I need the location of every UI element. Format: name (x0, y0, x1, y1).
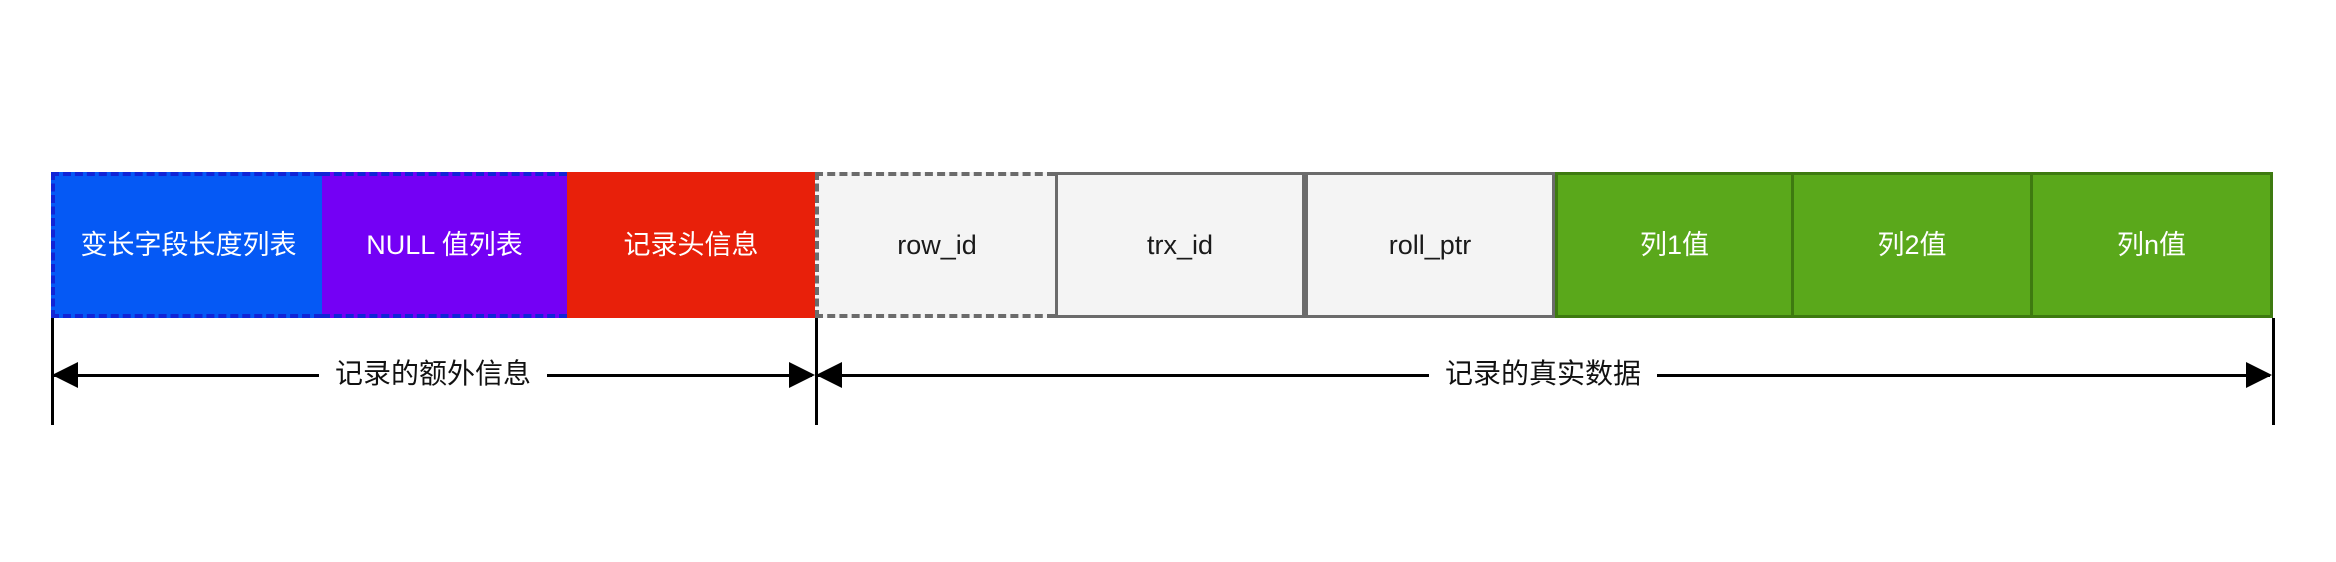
segment-trx-id[interactable]: trx_id (1055, 172, 1305, 318)
arrowhead-right-real-data (2246, 362, 2272, 388)
arrowhead-right-extra-info (789, 362, 815, 388)
segment-column-2-value[interactable]: 列2值 (1794, 172, 2033, 318)
segment-column-1-value[interactable]: 列1值 (1555, 172, 1794, 318)
segment-row-id[interactable]: row_id (815, 172, 1055, 318)
dimension-label-extra-info: 记录的额外信息 (318, 352, 548, 396)
arrowhead-left-real-data (816, 362, 842, 388)
dimension-label-real-data: 记录的真实数据 (1428, 352, 1658, 396)
segment-record-header[interactable]: 记录头信息 (567, 172, 815, 318)
dimension-tick-right (2272, 318, 2275, 425)
arrowhead-left-extra-info (52, 362, 78, 388)
segment-column-n-value[interactable]: 列n值 (2033, 172, 2273, 318)
